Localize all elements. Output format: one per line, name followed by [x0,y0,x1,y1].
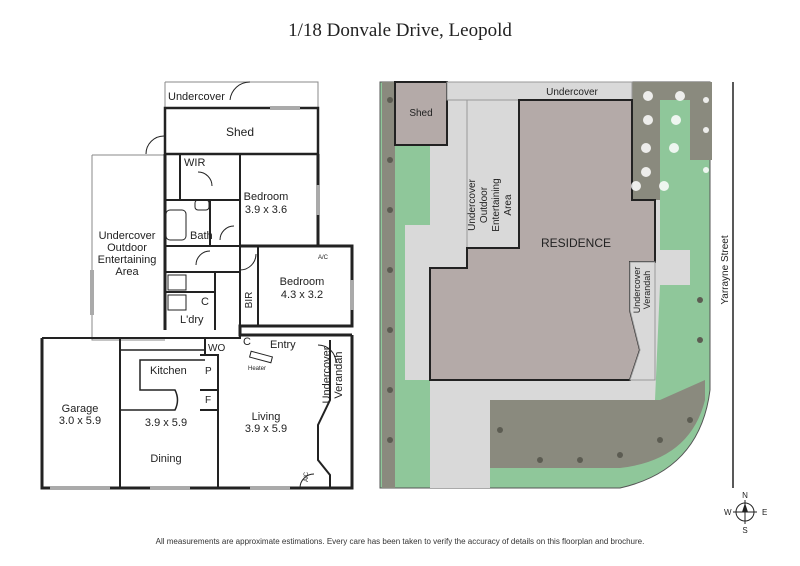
wo-label: WO [208,343,225,354]
bir-label: BIR [244,292,255,309]
compass-east: E [762,508,767,517]
floorplan-labels: Undercover Shed WIR Bedroom 3.9 x 3.6 Ba… [59,91,345,482]
bedroom2-name: Bedroom [280,276,325,288]
bedroom2-size: 4.3 x 3.2 [281,289,323,301]
street-label: Yarrayne Street [720,235,731,305]
site-outdoor-line-1: Undercover [467,178,478,230]
site-undercover-label: Undercover [546,87,598,98]
pantry-label: P [205,366,212,377]
undercover-label: Undercover [168,91,225,103]
compass: N S E W [724,491,767,535]
ac-bedroom-label: A/C [318,255,329,261]
bedroom1-size: 3.9 x 3.6 [245,204,287,216]
kitchen-size: 3.9 x 5.9 [145,417,187,429]
plan-title: 1/18 Donvale Drive, Leopold [288,20,512,41]
kitchen-label: Kitchen [150,365,187,377]
siteplan: Shed Undercover Undercover Outdoor Enter… [379,81,734,489]
bedroom1-name: Bedroom [244,191,289,203]
garage-name: Garage [62,403,99,415]
outdoor-area-line-1: Undercover [99,230,156,242]
cupboard-label-1: C [201,296,209,308]
floorplan [40,81,354,490]
outdoor-area-line-3: Entertaining [98,254,157,266]
garage-size: 3.0 x 5.9 [59,415,101,427]
site-outdoor-line-3: Entertaining [491,178,502,231]
verandah-line-1: Undercover [321,346,333,403]
shed-label: Shed [226,125,254,139]
compass-west: W [724,508,732,517]
fridge-label: F [205,395,211,406]
outdoor-area-line-2: Outdoor [107,242,147,254]
compass-south: S [742,526,747,535]
site-outdoor-line-2: Outdoor [479,186,490,223]
living-size: 3.9 x 5.9 [245,423,287,435]
site-shed-label: Shed [409,108,432,119]
entry-label: Entry [270,339,296,351]
bath-label: Bath [190,230,213,242]
site-verandah-line-1: Undercover [632,267,642,314]
laundry-label: L'dry [180,314,204,326]
residence-label: RESIDENCE [541,236,611,250]
site-outdoor-line-4: Area [503,194,514,216]
verandah-line-2: Verandah [333,351,345,398]
disclaimer: All measurements are approximate estimat… [155,537,645,546]
outdoor-area-line-4: Area [115,266,139,278]
living-name: Living [252,411,281,423]
ac-living-label: A/C [304,471,310,482]
wir-label: WIR [184,157,205,169]
compass-north: N [742,491,748,500]
site-verandah-line-2: Verandah [642,271,652,310]
heater-label: Heater [248,366,266,372]
dining-label: Dining [150,453,181,465]
cupboard-label-2: C [243,336,251,348]
